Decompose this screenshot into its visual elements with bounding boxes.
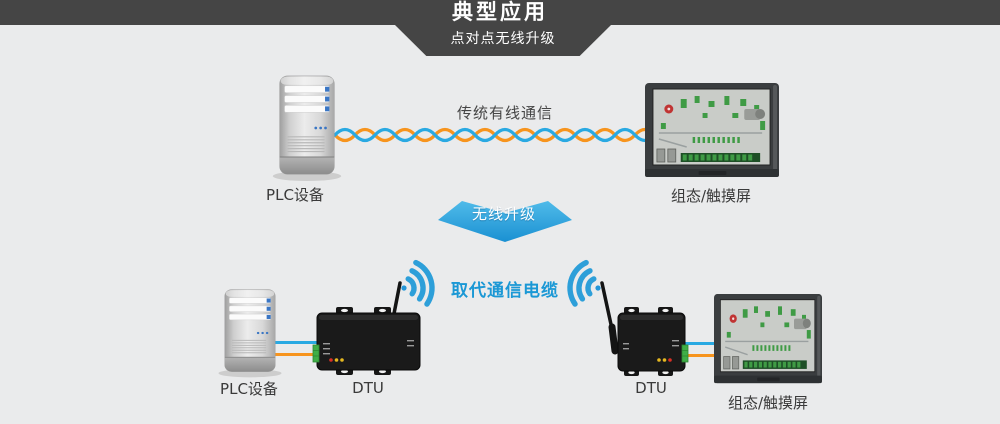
hmi-screen-top-illustration <box>645 83 779 180</box>
plc-bottom-label: PLC设备 <box>220 380 278 398</box>
plc-dtu-blue-line <box>263 341 319 344</box>
plc-server-bottom-illustration <box>214 287 286 379</box>
dtu-left-illustration <box>312 259 435 375</box>
wired-link-label: 传统有线通信 <box>456 104 553 122</box>
status-leds <box>657 358 672 362</box>
plc-dtu-orange-line <box>263 353 319 356</box>
dtu-box <box>312 307 421 375</box>
upgrade-arrow <box>438 201 572 242</box>
page-title: 典型应用 <box>452 0 548 24</box>
cable-blue-strand <box>333 127 657 143</box>
dtu-left-label: DTU <box>352 379 384 397</box>
plc-server-top-illustration <box>268 73 346 183</box>
dtu-box <box>617 307 689 376</box>
wireless-link-label: 取代通信电缆 <box>451 281 559 301</box>
terminal-connector <box>312 344 320 363</box>
wifi-signal-right-icon <box>401 259 435 307</box>
hmi-bottom-label: 组态/触摸屏 <box>727 394 809 412</box>
antenna <box>600 281 619 355</box>
status-leds <box>329 358 344 362</box>
header-banner <box>0 0 1000 25</box>
plc-top-label: PLC设备 <box>266 186 324 204</box>
dtu-hmi-blue-line <box>683 342 729 345</box>
twisted-pair-cable <box>333 127 657 143</box>
hmi-screen-bottom-illustration <box>714 294 822 386</box>
page-subtitle: 点对点无线升级 <box>450 31 556 47</box>
dtu-hmi-orange-line <box>683 354 729 357</box>
dtu-right-illustration <box>567 259 689 376</box>
dtu-right-label: DTU <box>635 379 667 397</box>
subtitle-ribbon <box>395 25 611 56</box>
upgrade-arrow-label: 无线升级 <box>471 205 536 223</box>
wifi-signal-left-icon <box>567 259 601 307</box>
terminal-connector <box>681 344 689 363</box>
hmi-top-label: 组态/触摸屏 <box>670 187 752 205</box>
